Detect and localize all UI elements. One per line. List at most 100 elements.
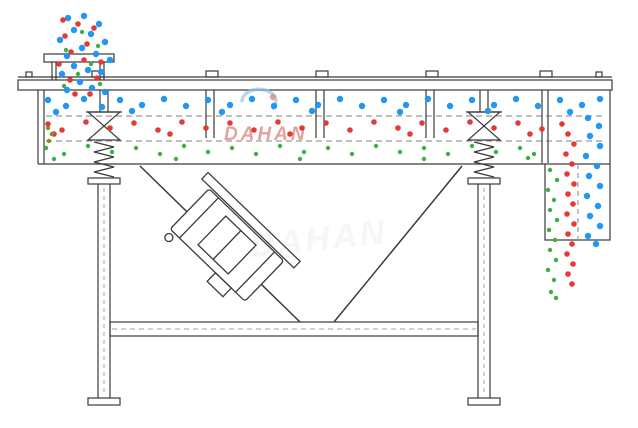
red-particle <box>564 251 570 257</box>
blue-particle <box>58 70 66 78</box>
blue-particle <box>402 101 410 109</box>
blue-particle <box>182 102 190 110</box>
green-particle <box>301 149 307 155</box>
blue-particle <box>512 95 520 103</box>
red-particle <box>81 57 87 63</box>
green-particle <box>95 43 101 49</box>
red-particle <box>203 125 209 131</box>
blue-particle <box>583 192 591 200</box>
blue-particle <box>63 52 71 60</box>
red-particle <box>565 191 571 197</box>
discharge-chute <box>544 163 611 241</box>
green-particle <box>551 277 557 283</box>
green-particle <box>517 145 523 151</box>
olive-particle <box>45 125 51 131</box>
blue-particle <box>64 14 72 22</box>
red-particle <box>131 120 137 126</box>
blue-particle <box>84 66 92 74</box>
red-particle <box>559 121 565 127</box>
vibration-motor <box>164 171 302 301</box>
green-particle <box>63 47 69 53</box>
green-particle <box>97 81 103 87</box>
green-particle <box>397 149 403 155</box>
blue-particle <box>87 30 95 38</box>
red-particle <box>45 121 51 127</box>
red-particle <box>83 119 89 125</box>
blue-particle <box>76 78 84 86</box>
blue-particle <box>270 102 278 110</box>
red-particle <box>443 127 449 133</box>
green-particle <box>277 143 283 149</box>
red-particle <box>467 119 473 125</box>
watermark-brand-text: DAHAN <box>224 124 308 145</box>
red-particle <box>571 181 577 187</box>
red-particle <box>87 91 93 97</box>
blue-particle <box>595 122 603 130</box>
blue-particle <box>592 240 600 248</box>
blue-particle <box>95 20 103 28</box>
blue-particle <box>98 103 106 111</box>
green-particle <box>173 156 179 162</box>
green-particle <box>531 151 537 157</box>
blue-particle <box>396 108 404 116</box>
red-particle <box>569 241 575 247</box>
green-particle <box>85 143 91 149</box>
red-particle <box>287 131 293 137</box>
blue-particle <box>63 86 71 94</box>
green-particle <box>61 151 67 157</box>
green-particle <box>545 187 551 193</box>
green-particle <box>297 156 303 162</box>
red-particle <box>84 41 90 47</box>
particle-layer <box>43 12 604 301</box>
green-particle <box>553 257 559 263</box>
blue-particle <box>248 95 256 103</box>
red-particle <box>167 131 173 137</box>
green-particle <box>349 151 355 157</box>
green-particle <box>553 295 559 301</box>
green-particle <box>229 145 235 151</box>
blue-particle <box>160 95 168 103</box>
red-particle <box>227 120 233 126</box>
green-particle <box>552 237 558 243</box>
green-particle <box>445 151 451 157</box>
green-particle <box>548 289 554 295</box>
green-particle <box>61 83 67 89</box>
green-particle <box>373 143 379 149</box>
blue-particle <box>92 50 100 58</box>
motor-mount-plate <box>200 171 302 269</box>
blue-particle <box>584 232 592 240</box>
green-particle <box>181 143 187 149</box>
blue-particle <box>596 142 604 150</box>
red-particle <box>539 126 545 132</box>
red-particle <box>98 59 104 65</box>
green-particle <box>79 29 85 35</box>
green-particle <box>421 156 427 162</box>
blue-particle <box>52 108 60 116</box>
red-particle <box>62 33 68 39</box>
blue-particle <box>292 96 300 104</box>
blue-particle <box>116 96 124 104</box>
red-particle <box>56 61 62 67</box>
blue-particle <box>594 202 602 210</box>
blue-particle <box>336 95 344 103</box>
blue-particle <box>80 95 88 103</box>
cross-beam <box>109 321 479 337</box>
green-particle <box>43 145 49 151</box>
red-particle <box>371 119 377 125</box>
red-particle <box>275 119 281 125</box>
support-legs <box>87 184 501 406</box>
green-particle <box>205 149 211 155</box>
green-particle <box>51 156 57 162</box>
olive-particle <box>49 131 55 137</box>
blue-particle <box>138 101 146 109</box>
green-particle <box>469 143 475 149</box>
blue-particle <box>218 108 226 116</box>
red-particle <box>323 120 329 126</box>
blue-particle <box>556 96 564 104</box>
blue-particle <box>101 88 109 96</box>
red-particle <box>570 261 576 267</box>
olive-particle <box>46 138 52 144</box>
blue-particle <box>88 84 96 92</box>
hanger-posts <box>99 90 549 163</box>
